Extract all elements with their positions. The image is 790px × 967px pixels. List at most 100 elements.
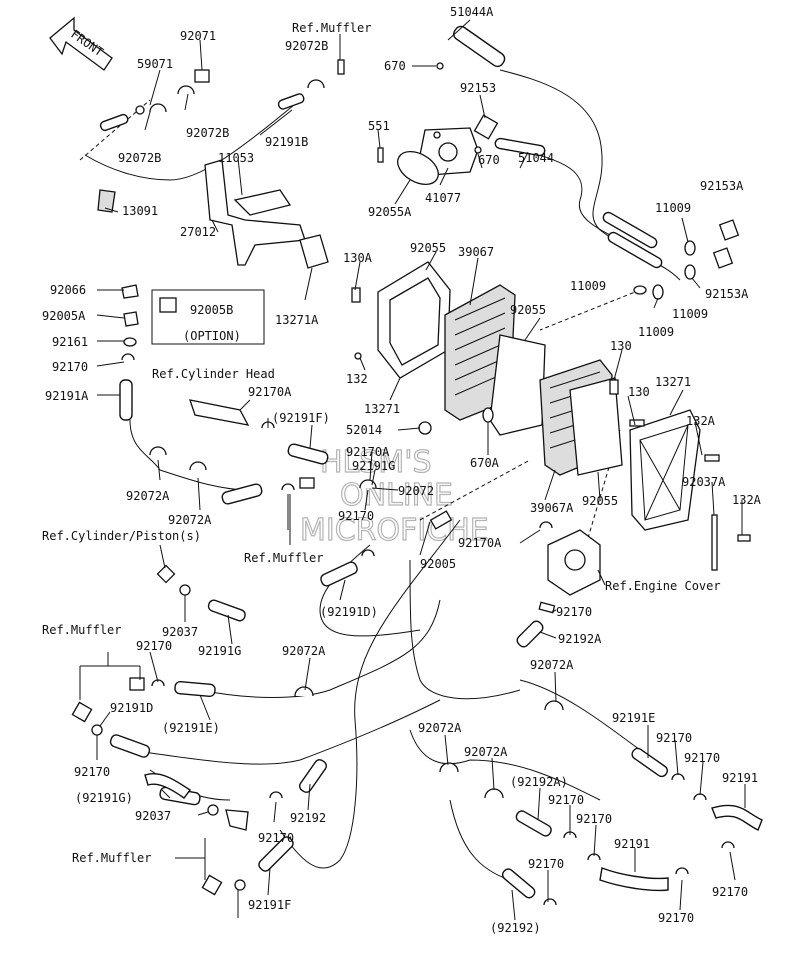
part-label: 92192A (558, 632, 602, 646)
engine-cover-bracket (547, 529, 601, 596)
part-label: 92153 (460, 81, 496, 95)
part-label: 92072A (418, 721, 462, 735)
part-label: 92170 (548, 793, 584, 807)
part-label: 92191G (352, 459, 395, 473)
part-label: 92072B (285, 39, 328, 53)
part-label: (92191F) (272, 411, 330, 425)
part-label: Ref.Muffler (42, 623, 121, 637)
watermark-line-2: ONLINE (340, 478, 453, 513)
part-label: 132A (686, 414, 716, 428)
part-label: 11053 (218, 151, 254, 165)
part-label: 92170 (684, 751, 720, 765)
part-label: 92072A (464, 745, 508, 759)
part-label: (92192A) (510, 775, 568, 789)
watermark-line-1: HLSM'S (320, 445, 432, 480)
gasket-92055-right (569, 377, 623, 476)
part-label: 92191B (265, 135, 308, 149)
part-label: 132A (732, 493, 762, 507)
part-label: 92191F (248, 898, 291, 912)
part-label: 92191E (612, 711, 655, 725)
part-label: 59071 (137, 57, 173, 71)
part-label: 92170 (658, 911, 694, 925)
part-label: 92191G (198, 644, 241, 658)
part-label: Ref.Engine Cover (605, 579, 721, 593)
bracket-11053 (204, 159, 306, 266)
part-label: 130 (610, 339, 632, 353)
part-label: 670 (384, 59, 406, 73)
plate-13271a (299, 234, 329, 269)
part-label: 92191D (110, 701, 153, 715)
part-label: 92170A (346, 445, 390, 459)
part-label: 39067A (530, 501, 574, 515)
part-label: 92191 (614, 837, 650, 851)
part-label: 92170 (338, 509, 374, 523)
part-label: 92170 (136, 639, 172, 653)
part-label: 52014 (346, 423, 382, 437)
part-label: 92072A (282, 644, 326, 658)
part-label: 92037 (162, 625, 198, 639)
part-label: 92153A (700, 179, 744, 193)
part-label: 41077 (425, 191, 461, 205)
part-label: (92191G) (75, 791, 133, 805)
part-label: Ref.Cylinder/Piston(s) (42, 529, 201, 543)
watermark-line-3: MICROFICHE (300, 513, 489, 548)
part-label: 92037A (682, 475, 726, 489)
ref-brackets (79, 652, 206, 880)
part-labels: 51044A Ref.Muffler 92071 92072B 59071 67… (42, 5, 762, 935)
part-label: 92170 (576, 812, 612, 826)
part-label: 11009 (638, 325, 674, 339)
part-label: 92055 (582, 494, 618, 508)
part-label: 92170 (556, 605, 592, 619)
part-label: 130 (628, 385, 650, 399)
part-label: 92170 (74, 765, 110, 779)
fittings (71, 59, 751, 906)
gasket-92055-mid (489, 334, 546, 436)
part-label: 92072A (530, 658, 574, 672)
part-label: 92170A (248, 385, 292, 399)
part-label: 51044A (450, 5, 494, 19)
part-label: (92192) (490, 921, 541, 935)
part-label: 13271A (275, 313, 319, 327)
part-label: (92191E) (162, 721, 220, 735)
part-label: 92153A (705, 287, 749, 301)
part-label: Ref.Muffler (244, 551, 323, 565)
part-label: 92072B (186, 126, 229, 140)
part-label: 92005A (42, 309, 86, 323)
part-label: 132 (346, 372, 368, 386)
part-label: 92066 (50, 283, 86, 297)
part-label: Ref.Muffler (292, 21, 371, 35)
part-label: 92005 (420, 557, 456, 571)
part-label: 27012 (180, 225, 216, 239)
part-label: 92055 (510, 303, 546, 317)
part-label: 13271 (655, 375, 691, 389)
part-label: 92192 (290, 811, 326, 825)
part-label: 92072A (126, 489, 170, 503)
part-label: 92170 (712, 885, 748, 899)
part-label: 11009 (570, 279, 606, 293)
part-label: 92170A (458, 536, 502, 550)
front-arrow: FRONT (49, 16, 113, 71)
part-label: 92055 (410, 241, 446, 255)
part-label: 670A (470, 456, 500, 470)
gasket-92055-left (377, 261, 451, 379)
part-label: 92170 (656, 731, 692, 745)
part-label: Ref.Cylinder Head (152, 367, 275, 381)
part-label: 92072 (398, 484, 434, 498)
part-label: 92170 (528, 857, 564, 871)
part-label: 92170 (258, 831, 294, 845)
option-caption: (OPTION) (183, 329, 241, 343)
part-label: 13091 (122, 204, 158, 218)
option-box: 92005B (OPTION) (151, 289, 265, 345)
part-label: 11009 (655, 201, 691, 215)
leader-lines (96, 19, 746, 921)
part-label: 92072B (118, 151, 161, 165)
part-label: 92161 (52, 335, 88, 349)
part-label: 92191 (722, 771, 758, 785)
option-part-label: 92005B (190, 303, 233, 317)
part-label: 92037 (135, 809, 171, 823)
part-label: 670 (478, 153, 500, 167)
part-label: 130A (343, 251, 373, 265)
hoses (99, 25, 763, 899)
